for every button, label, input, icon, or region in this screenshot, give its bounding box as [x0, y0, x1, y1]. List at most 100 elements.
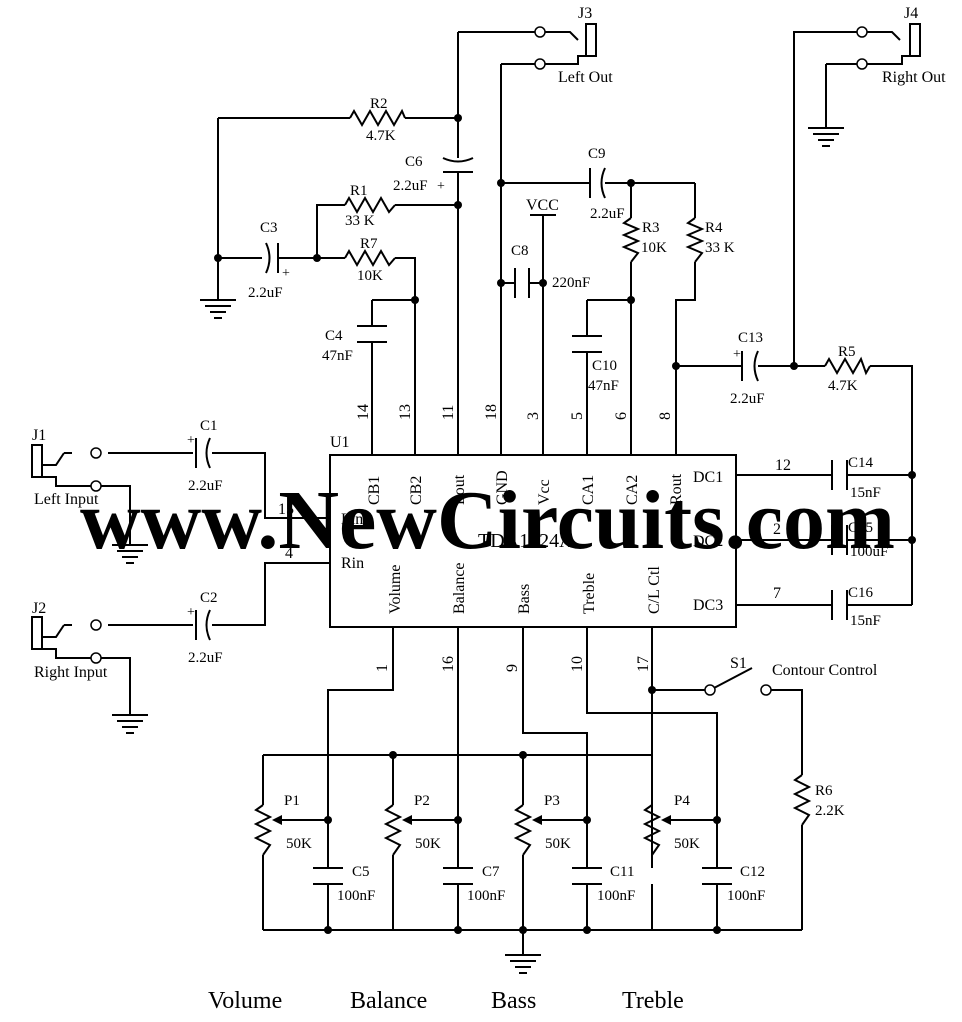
pin-num-16: 16 — [440, 656, 457, 672]
svg-text:33 K: 33 K — [345, 213, 375, 229]
potentiometer-p3: P3 50K — [513, 793, 571, 856]
svg-text:C6: C6 — [405, 154, 423, 170]
svg-text:+: + — [187, 605, 195, 620]
svg-text:C5: C5 — [352, 864, 370, 880]
svg-text:2.2K: 2.2K — [815, 803, 845, 819]
svg-text:+: + — [733, 347, 741, 362]
svg-text:C7: C7 — [482, 864, 500, 880]
svg-text:J2: J2 — [32, 600, 46, 617]
svg-text:220nF: 220nF — [552, 275, 590, 291]
svg-text:4.7K: 4.7K — [828, 378, 858, 394]
svg-text:C9: C9 — [588, 146, 606, 162]
svg-text:Left Input: Left Input — [34, 491, 99, 508]
ic-ref-label: U1 — [330, 434, 350, 451]
pin-num-7: 7 — [773, 585, 781, 602]
svg-text:50K: 50K — [415, 836, 441, 852]
pin-num-17: 17 — [635, 656, 652, 672]
label-bass: Bass — [491, 988, 536, 1014]
label-treble: Treble — [622, 988, 684, 1014]
pin-num-12: 12 — [775, 457, 791, 474]
svg-text:2.2uF: 2.2uF — [188, 478, 223, 494]
svg-text:15nF: 15nF — [850, 485, 881, 501]
svg-text:J3: J3 — [578, 5, 592, 22]
capacitor-c9: C9 2.2uF — [588, 146, 625, 222]
capacitor-c13: + C13 2.2uF — [730, 330, 765, 407]
resistor-r7: R7 10K — [344, 236, 396, 284]
capacitor-c11: C11 100nF — [572, 864, 635, 904]
pin-num-14: 14 — [355, 404, 372, 420]
pin-num-8: 8 — [657, 412, 674, 420]
pin-name-balance: Balance — [451, 562, 468, 614]
capacitor-c6: C6 2.2uF + — [393, 154, 474, 194]
svg-text:R6: R6 — [815, 783, 833, 799]
svg-text:J4: J4 — [904, 5, 918, 22]
pin-name-cb2: CB2 — [408, 476, 425, 505]
capacitor-c7: C7 100nF — [443, 864, 505, 904]
svg-text:Left Out: Left Out — [558, 69, 613, 86]
svg-text:Right Out: Right Out — [882, 69, 946, 86]
svg-text:50K: 50K — [545, 836, 571, 852]
svg-text:C8: C8 — [511, 243, 529, 259]
pin-num-13: 13 — [397, 404, 414, 420]
resistor-r3: R3 10K — [621, 217, 667, 263]
svg-text:33 K: 33 K — [705, 240, 735, 256]
svg-text:100nF: 100nF — [597, 888, 635, 904]
svg-text:R1: R1 — [350, 183, 368, 199]
jack-j4: J4 Right Out — [856, 5, 946, 86]
svg-text:C2: C2 — [200, 590, 218, 606]
svg-text:Right Input: Right Input — [34, 664, 108, 681]
pin-name-dc3: DC3 — [693, 597, 723, 614]
svg-text:P2: P2 — [414, 793, 430, 809]
svg-text:+: + — [437, 179, 445, 194]
svg-text:P1: P1 — [284, 793, 300, 809]
pin-name-vcc: Vcc — [536, 479, 553, 505]
svg-text:R4: R4 — [705, 220, 723, 236]
svg-text:R2: R2 — [370, 96, 388, 112]
svg-text:10K: 10K — [357, 268, 383, 284]
svg-text:4.7K: 4.7K — [366, 128, 396, 144]
resistor-r5: R5 4.7K — [824, 344, 871, 394]
pin-name-treble: Treble — [581, 573, 598, 614]
ic-part-label: TDA1524A — [478, 530, 574, 552]
pin-name-dc2: DC2 — [693, 533, 723, 550]
capacitor-c5: C5 100nF — [313, 864, 375, 904]
wiring — [64, 31, 913, 955]
pin-num-11: 11 — [440, 405, 457, 420]
pin-name-dc1: DC1 — [693, 469, 723, 486]
pin-num-3: 3 — [525, 412, 542, 420]
potentiometer-p2: P2 50K — [383, 793, 441, 856]
pin-name-gnd: GND — [494, 470, 511, 505]
svg-text:100nF: 100nF — [467, 888, 505, 904]
svg-text:47nF: 47nF — [322, 348, 353, 364]
svg-text:50K: 50K — [286, 836, 312, 852]
svg-text:P4: P4 — [674, 793, 690, 809]
svg-text:C15: C15 — [848, 520, 873, 536]
ground-symbol-j1 — [112, 544, 148, 564]
svg-text:C12: C12 — [740, 864, 765, 880]
svg-text:47nF: 47nF — [588, 378, 619, 394]
pin-name-volume: Volume — [387, 565, 404, 614]
ground-symbol-j4 — [808, 127, 844, 147]
svg-text:100uF: 100uF — [850, 544, 888, 560]
jack-j3: J3 Left Out — [534, 5, 613, 86]
pin-num-15: 15 — [278, 501, 294, 518]
svg-text:Contour Control: Contour Control — [772, 662, 878, 679]
capacitor-c8: C8 220nF — [511, 243, 590, 298]
svg-text:C10: C10 — [592, 358, 617, 374]
svg-text:+: + — [282, 266, 290, 281]
pin-name-bass: Bass — [516, 584, 533, 614]
capacitor-c15: C15 100uF — [831, 520, 888, 560]
pin-num-2: 2 — [773, 521, 781, 538]
svg-text:C11: C11 — [610, 864, 634, 880]
svg-text:C16: C16 — [848, 585, 874, 601]
svg-text:R7: R7 — [360, 236, 378, 252]
resistor-r6: R6 2.2K — [792, 774, 845, 826]
ground-symbol-j2 — [112, 714, 148, 734]
svg-text:S1: S1 — [730, 655, 747, 672]
pin-name-lin: Lin — [341, 511, 363, 528]
capacitor-c1: + C1 2.2uF — [187, 418, 223, 494]
svg-text:C14: C14 — [848, 455, 874, 471]
potentiometer-p4: P4 50K — [642, 793, 700, 856]
svg-text:2.2uF: 2.2uF — [730, 391, 765, 407]
ground-symbol-top-left — [200, 299, 236, 319]
